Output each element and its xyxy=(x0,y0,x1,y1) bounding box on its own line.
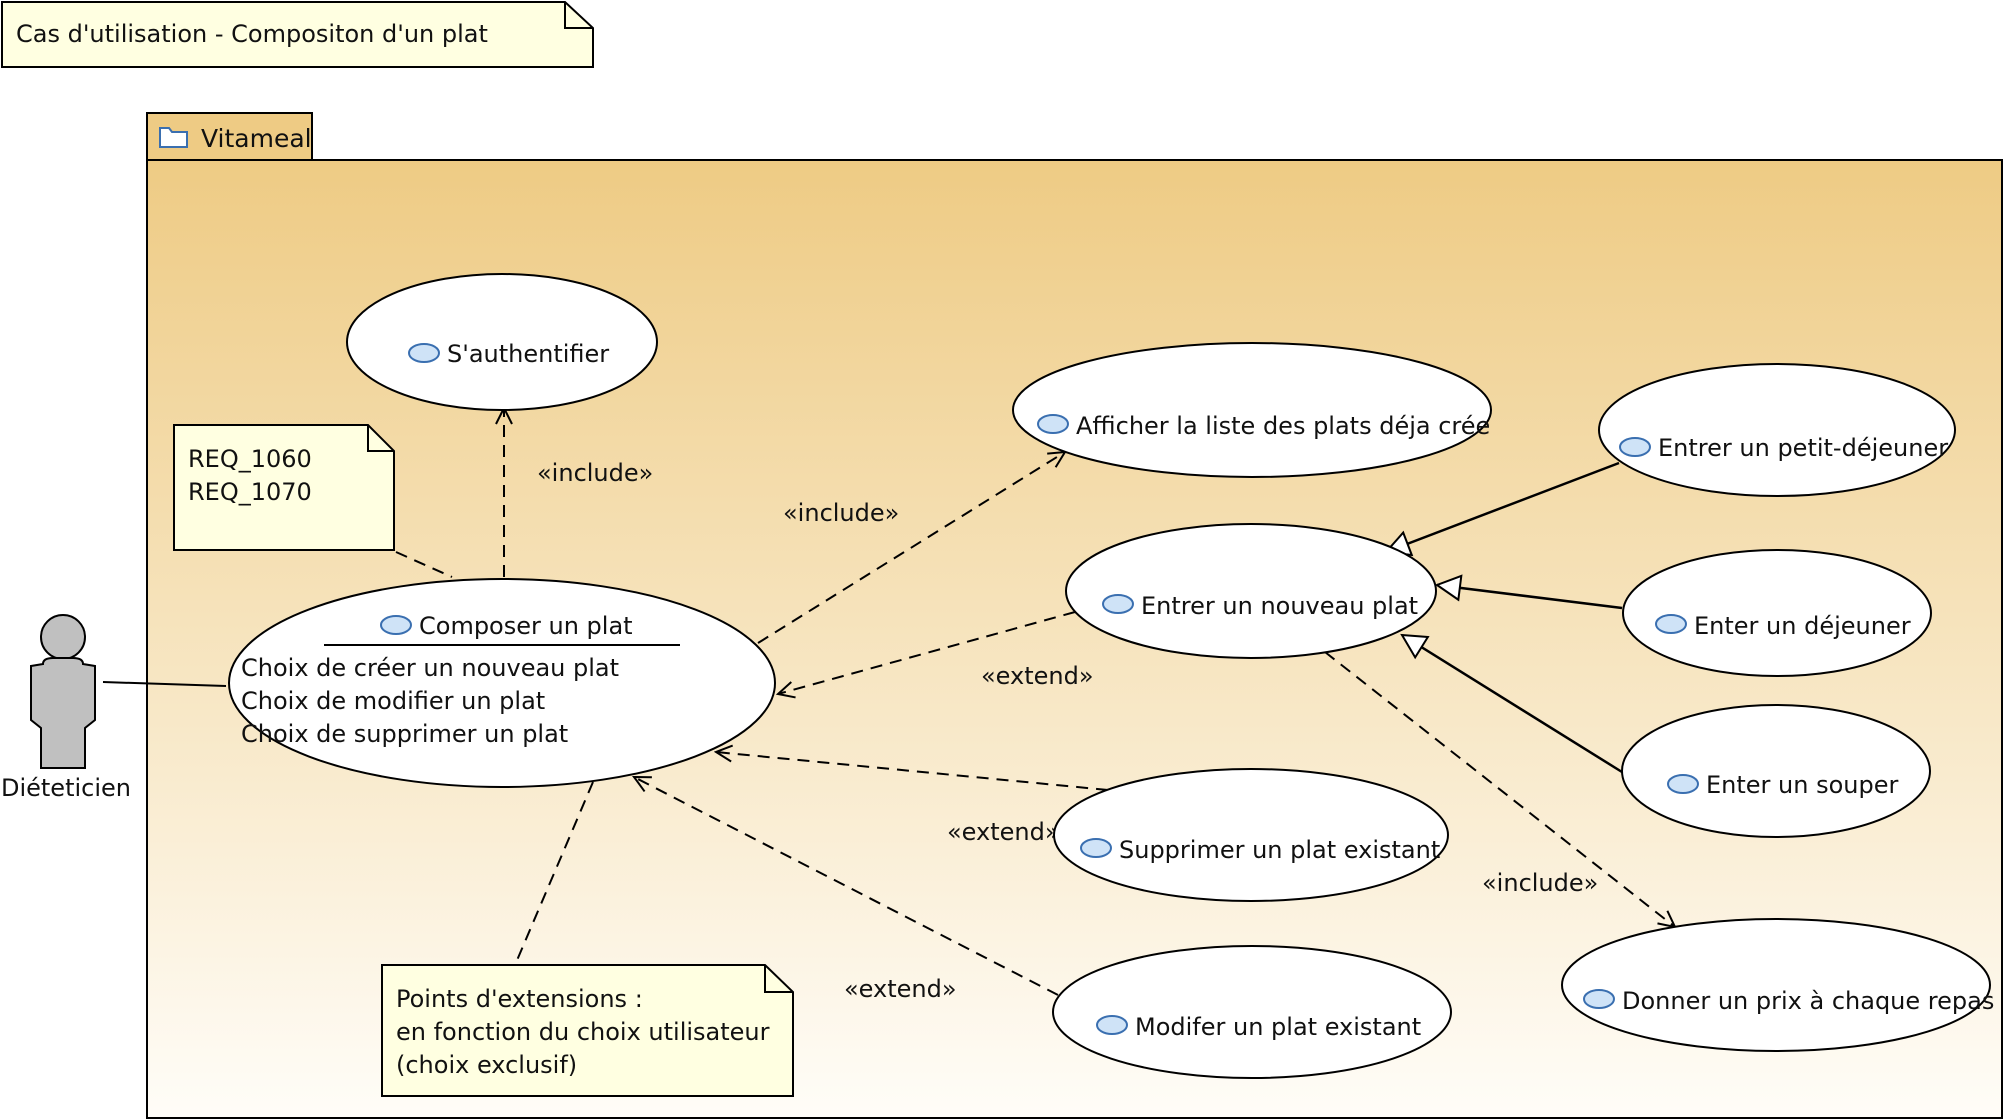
include-authenticate-label: «include» xyxy=(537,459,653,487)
include-list-line xyxy=(757,452,1065,644)
usecase-modify-plate-label: Modifer un plat existant xyxy=(1135,1013,1421,1041)
requirement-1: REQ_1060 xyxy=(188,445,312,473)
usecase-icon xyxy=(1080,838,1112,858)
title-note-text: Cas d'utilisation - Compositon d'un plat xyxy=(16,20,488,48)
extend-new-label: «extend» xyxy=(981,662,1094,690)
include-list-label: «include» xyxy=(783,499,899,527)
usecase-dinner-label: Enter un souper xyxy=(1706,771,1898,799)
usecase-icon xyxy=(380,615,412,635)
usecase-lunch[interactable]: Enter un déjeuner xyxy=(1622,549,1932,677)
requirements-note: REQ_1060 REQ_1070 xyxy=(173,424,395,551)
usecase-compose[interactable]: Composer un plat Choix de créer un nouve… xyxy=(228,578,776,788)
include-price-label: «include» xyxy=(1482,869,1598,897)
usecase-price[interactable]: Donner un prix à chaque repas xyxy=(1561,918,1994,1052)
title-note: Cas d'utilisation - Compositon d'un plat xyxy=(1,0,594,68)
extension-note-line-2: en fonction du choix utilisateur xyxy=(396,1018,770,1046)
usecase-icon xyxy=(1096,1015,1128,1035)
usecase-icon xyxy=(408,343,440,363)
extend-delete-label: «extend» xyxy=(947,818,1060,846)
usecase-icon xyxy=(1667,774,1699,794)
folder-icon xyxy=(159,127,188,148)
extension-point-2: Choix de modifier un plat xyxy=(241,687,545,715)
usecase-icon xyxy=(1102,594,1134,614)
usecase-delete-plate-label: Supprimer un plat existant xyxy=(1119,836,1440,864)
extend-delete-line xyxy=(716,752,1109,791)
usecase-icon xyxy=(1583,989,1615,1009)
usecase-dinner[interactable]: Enter un souper xyxy=(1621,704,1931,838)
usecase-authenticate[interactable]: S'authentifier xyxy=(346,273,658,411)
usecase-icon xyxy=(1619,437,1651,457)
usecase-list-plates-label: Afficher la liste des plats déja crée xyxy=(1076,412,1490,440)
actor-name: Diéteticien xyxy=(1,774,131,802)
usecase-breakfast-label: Entrer un petit-déjeuner xyxy=(1658,434,1948,462)
actor-association xyxy=(102,681,227,687)
extension-note-link xyxy=(514,781,594,966)
actor-dieteticien[interactable]: Diéteticien xyxy=(1,614,131,802)
extension-note-line-1: Points d'extensions : xyxy=(396,985,643,1013)
requirements-note-link xyxy=(395,551,453,578)
generalization-dinner xyxy=(1400,633,1623,774)
usecase-new-plate-label: Entrer un nouveau plat xyxy=(1141,592,1418,620)
usecase-modify-plate[interactable]: Modifer un plat existant xyxy=(1052,945,1452,1079)
extend-new-line xyxy=(778,611,1076,694)
package-name: Vitameal xyxy=(201,124,312,153)
requirement-2: REQ_1070 xyxy=(188,478,312,506)
usecase-lunch-label: Enter un déjeuner xyxy=(1694,612,1911,640)
extension-points-note: Points d'extensions : en fonction du cho… xyxy=(381,964,794,1097)
extend-modify-label: «extend» xyxy=(844,975,957,1003)
generalization-lunch xyxy=(1434,574,1623,610)
extension-point-1: Choix de créer un nouveau plat xyxy=(241,654,619,682)
usecase-breakfast[interactable]: Entrer un petit-déjeuner xyxy=(1598,363,1956,497)
extension-note-line-3: (choix exclusif) xyxy=(396,1051,577,1079)
usecase-list-plates[interactable]: Afficher la liste des plats déja crée xyxy=(1012,342,1492,478)
person-icon xyxy=(30,614,96,769)
usecase-price-label: Donner un prix à chaque repas xyxy=(1622,987,1994,1015)
include-price-line xyxy=(1324,651,1675,927)
usecase-compose-label: Composer un plat xyxy=(419,612,633,640)
extension-point-3: Choix de supprimer un plat xyxy=(241,720,568,748)
usecase-icon xyxy=(1655,614,1687,634)
usecase-icon xyxy=(1037,414,1069,434)
usecase-delete-plate[interactable]: Supprimer un plat existant xyxy=(1053,768,1449,902)
usecase-new-plate[interactable]: Entrer un nouveau plat xyxy=(1065,523,1437,659)
usecase-authenticate-label: S'authentifier xyxy=(447,340,609,368)
generalization-breakfast xyxy=(1383,461,1620,557)
